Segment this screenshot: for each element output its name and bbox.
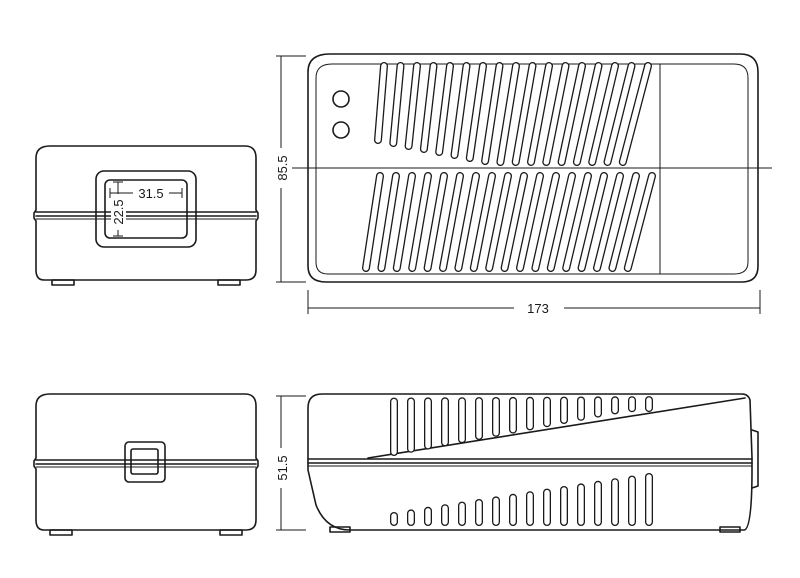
vent-slot bbox=[528, 63, 552, 165]
foot bbox=[329, 526, 351, 533]
vent-slot bbox=[532, 173, 559, 271]
window-width-label: 31.5 bbox=[138, 186, 163, 201]
vent-slot bbox=[486, 173, 511, 271]
dim-mask bbox=[514, 300, 564, 316]
dim-mask bbox=[111, 194, 126, 230]
end-view-top: 31.5 22.5 bbox=[33, 145, 259, 286]
front-height-label: 85.5 bbox=[275, 155, 290, 180]
side-button bbox=[751, 429, 759, 489]
vent-slot bbox=[424, 173, 447, 271]
indicator-light bbox=[332, 90, 350, 108]
front-view-outer bbox=[307, 53, 759, 283]
vent-slot bbox=[513, 63, 536, 165]
vent-slot bbox=[620, 63, 651, 165]
label-window-frame bbox=[95, 170, 197, 248]
foot bbox=[217, 279, 241, 286]
side-view-body bbox=[307, 393, 753, 531]
vent-slot bbox=[517, 173, 543, 271]
vent-slot bbox=[558, 63, 585, 165]
vent-slot bbox=[455, 173, 479, 271]
ventilation-grille bbox=[362, 62, 656, 272]
vent-slot bbox=[471, 173, 495, 271]
vent-slot bbox=[421, 63, 437, 152]
foot bbox=[719, 526, 741, 533]
indicator-light bbox=[332, 121, 350, 139]
switch bbox=[130, 448, 159, 475]
vent-slot bbox=[436, 63, 453, 155]
foot bbox=[49, 529, 73, 536]
vent-slot bbox=[409, 173, 431, 271]
vent-slot bbox=[501, 173, 527, 271]
vent-slot bbox=[543, 63, 569, 165]
front-view: 85.5 173 bbox=[273, 53, 772, 316]
dim-mask bbox=[133, 185, 169, 200]
side-ventilation bbox=[390, 396, 653, 526]
switch-frame bbox=[124, 441, 166, 483]
vent-slot bbox=[363, 173, 383, 271]
side-view: 51.5 bbox=[273, 393, 759, 533]
vent-slot bbox=[497, 63, 519, 165]
foot bbox=[219, 529, 243, 536]
side-height-label: 51.5 bbox=[275, 455, 290, 480]
vent-slot bbox=[390, 63, 404, 146]
vent-slot bbox=[467, 63, 486, 161]
vent-slot bbox=[405, 63, 420, 149]
end-view-bottom bbox=[33, 393, 259, 536]
dim-mask bbox=[273, 148, 289, 188]
end-view-bottom-body bbox=[33, 393, 259, 531]
vent-slot bbox=[589, 63, 618, 165]
vent-slot bbox=[378, 173, 399, 271]
vent-slot bbox=[609, 173, 639, 271]
dim-mask bbox=[273, 448, 289, 488]
vent-slot bbox=[451, 63, 470, 158]
vent-slot bbox=[574, 63, 602, 165]
vent-slot bbox=[394, 173, 415, 271]
vent-slot bbox=[578, 173, 607, 271]
vent-slot bbox=[440, 173, 463, 271]
vent-slot bbox=[604, 63, 635, 165]
vent-slot bbox=[625, 173, 655, 271]
vent-slot bbox=[482, 63, 503, 164]
front-view-inner bbox=[315, 63, 749, 275]
foot bbox=[51, 279, 75, 286]
window-height-label: 22.5 bbox=[111, 199, 126, 224]
label-window bbox=[104, 179, 188, 239]
end-view-top-body bbox=[33, 145, 259, 281]
vent-slot bbox=[548, 173, 575, 271]
vent-slot bbox=[375, 63, 387, 143]
vent-slot bbox=[594, 173, 623, 271]
front-length-label: 173 bbox=[527, 301, 549, 316]
vent-slot bbox=[563, 173, 591, 271]
